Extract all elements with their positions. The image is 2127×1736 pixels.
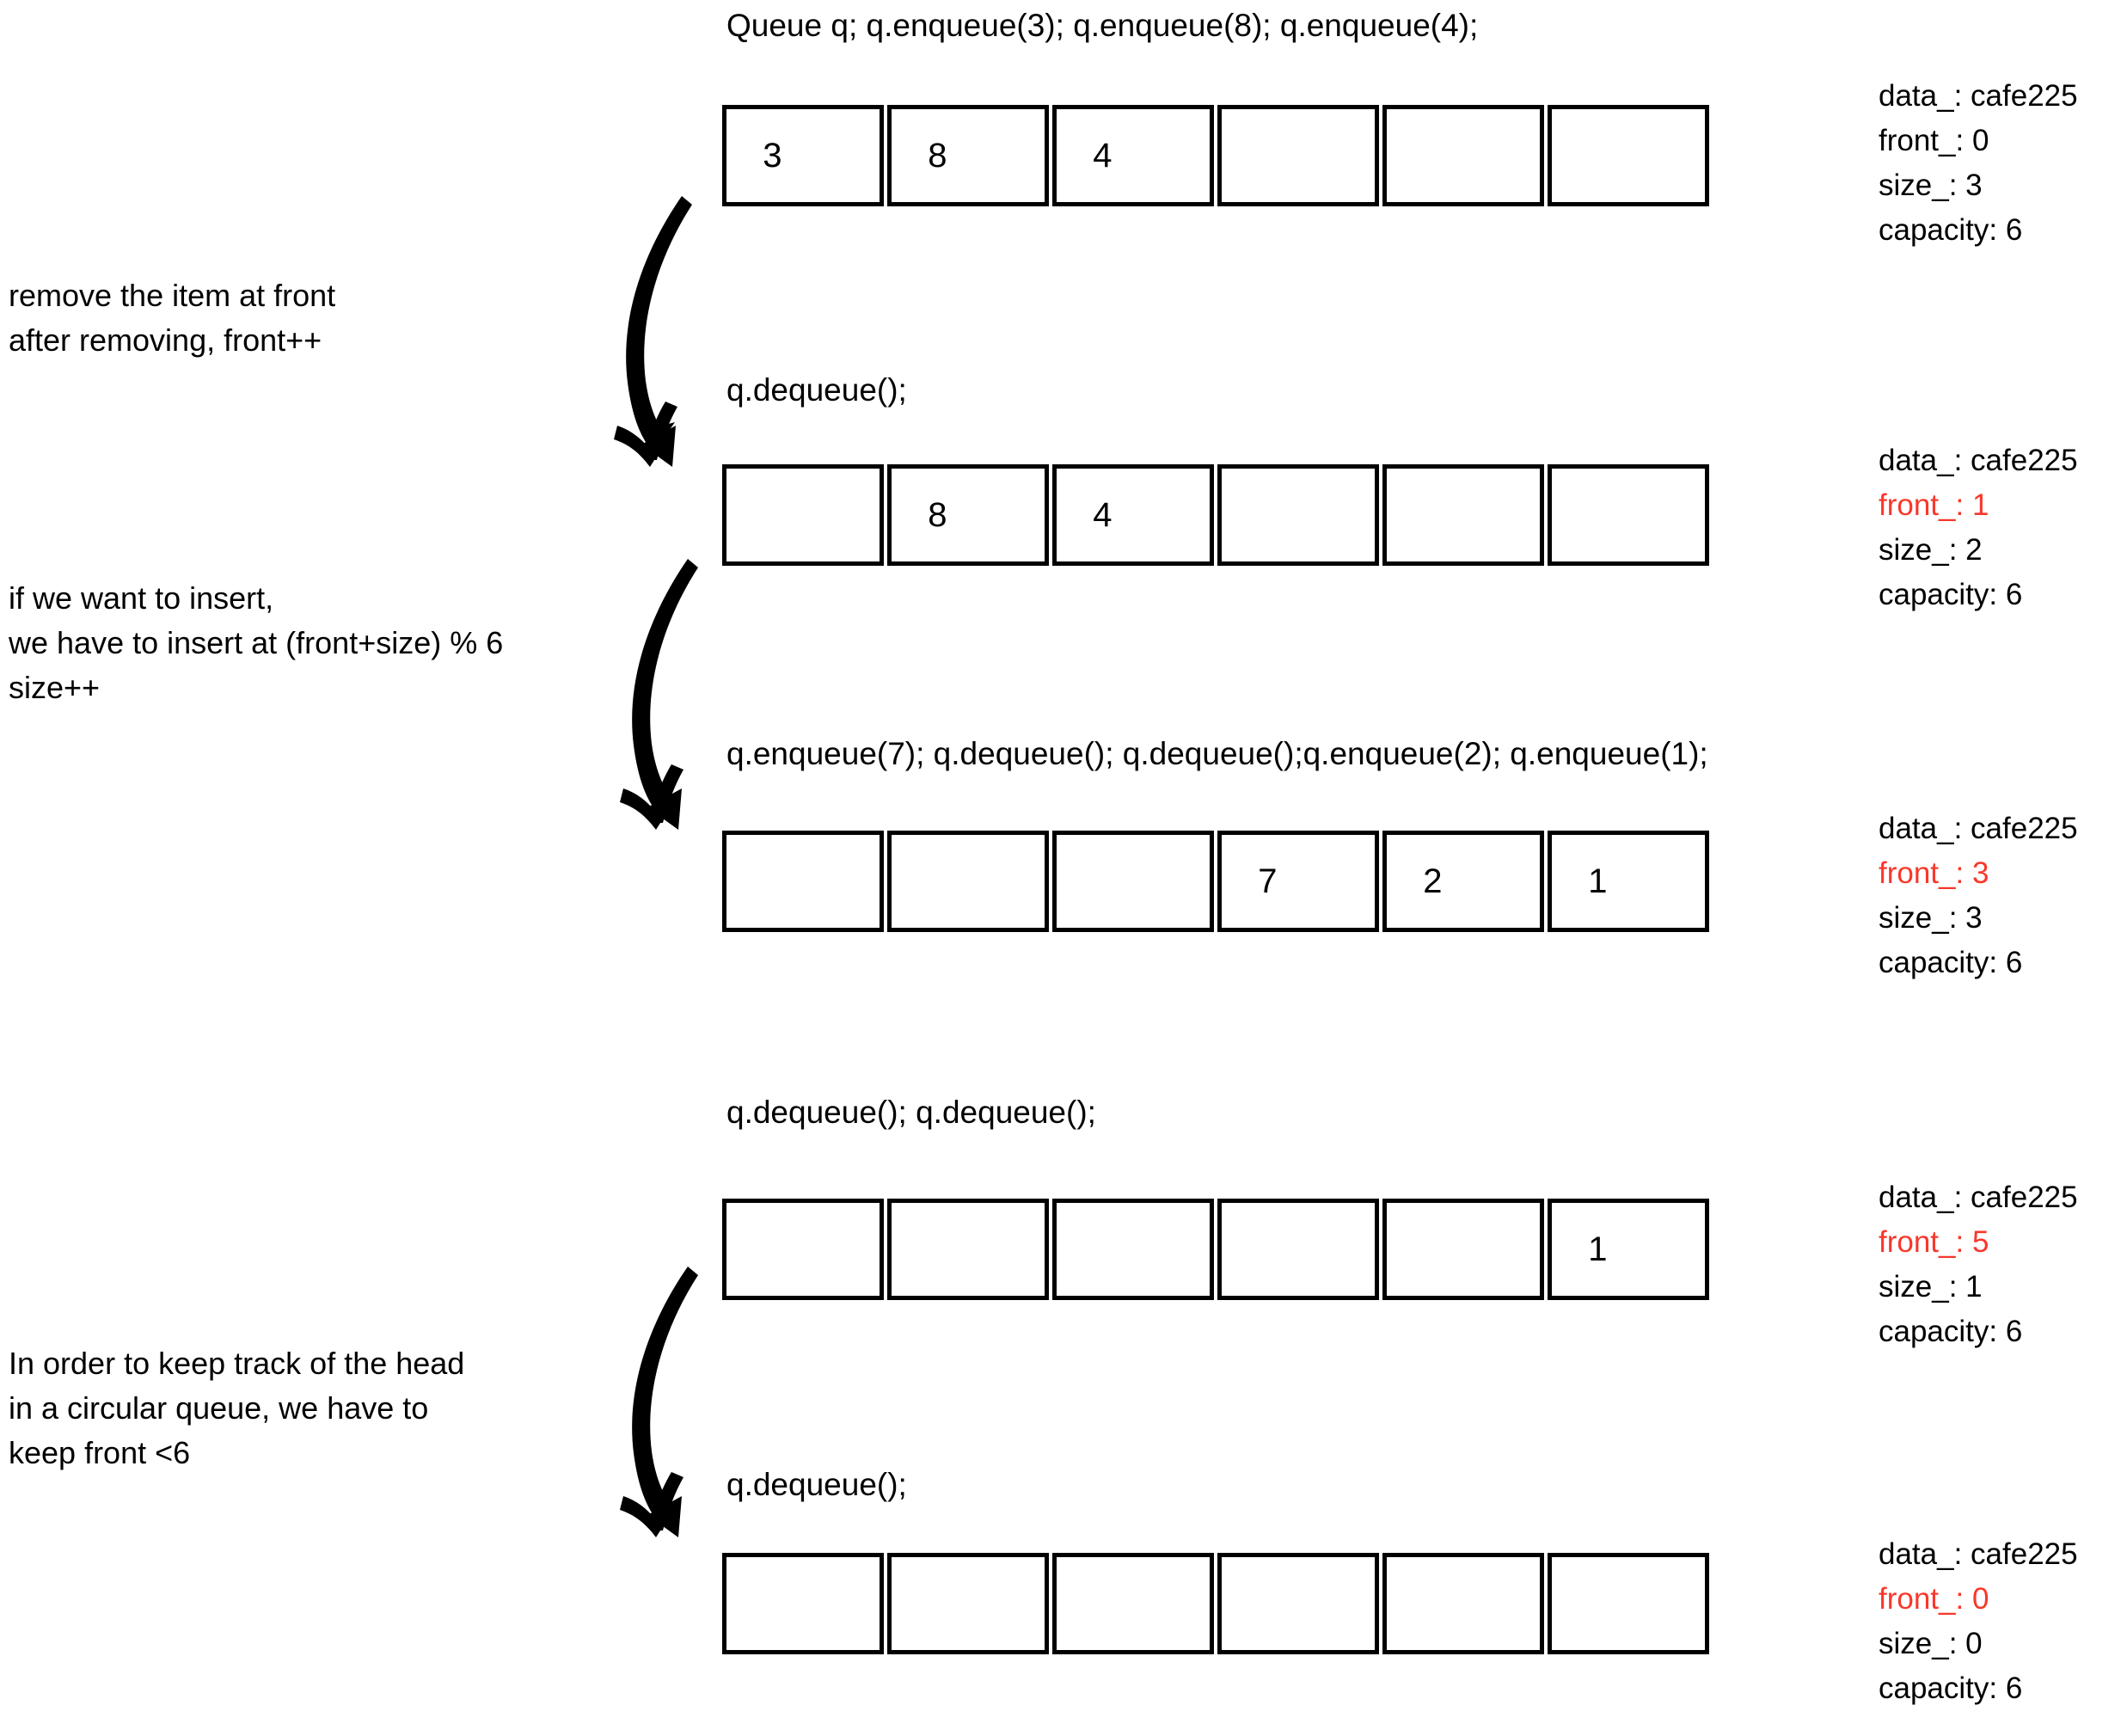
state-front-field: front_: 0 [1879,1582,1989,1616]
state-capacity-field: capacity: 6 [1879,946,2023,979]
state-front-field: front_: 5 [1879,1225,1989,1259]
state-size-field: size_: 1 [1879,1270,1983,1304]
annotation-line: in a circular queue, we have to [9,1390,429,1426]
queue-cell [1217,1553,1379,1654]
queue-cell-value: 1 [1588,1230,1608,1268]
queue-cell [722,464,884,566]
state-capacity-field: capacity: 6 [1879,578,2023,611]
annotation-line: after removing, front++ [9,322,322,358]
queue-cell [887,1199,1049,1300]
queue-cell [1217,105,1379,206]
queue-cell-value: 4 [1093,496,1113,534]
state-capacity-field: capacity: 6 [1879,1315,2023,1348]
queue-array-row-4: 1 [722,1199,1709,1300]
operation-label-row-2: q.dequeue(); [726,372,907,408]
queue-cell [1382,1553,1544,1654]
state-front-field: front_: 1 [1879,488,1989,522]
queue-cell: 8 [887,464,1049,566]
state-data-field: data_: cafe225 [1879,812,2078,845]
state-data-field: data_: cafe225 [1879,1537,2078,1571]
queue-cell [1052,1199,1214,1300]
queue-cell [1382,464,1544,566]
queue-cell [1217,464,1379,566]
queue-cell [722,1199,884,1300]
state-block-row-4: data_: cafe225 front_: 5 size_: 1 capaci… [1879,1175,2078,1354]
queue-cell: 2 [1382,831,1544,932]
queue-cell [722,831,884,932]
curved-down-arrow-icon [614,196,692,467]
queue-array-row-5 [722,1553,1709,1654]
state-data-field: data_: cafe225 [1879,1181,2078,1214]
state-data-field: data_: cafe225 [1879,79,2078,113]
state-capacity-field: capacity: 6 [1879,1672,2023,1705]
queue-array-row-3: 7 2 1 [722,831,1709,932]
operation-label-row-5: q.dequeue(); [726,1467,907,1502]
operation-label-row-4: q.dequeue(); q.dequeue(); [726,1095,1096,1130]
annotation-circular-rule: In order to keep track of the head in a … [9,1341,464,1475]
queue-cell: 1 [1548,1199,1709,1300]
queue-cell: 3 [722,105,884,206]
annotation-line: keep front <6 [9,1435,191,1470]
operation-label-row-3: q.enqueue(7); q.dequeue(); q.dequeue();q… [726,736,1708,771]
queue-cell-value: 1 [1588,862,1608,900]
queue-cell: 4 [1052,105,1214,206]
queue-cell: 8 [887,105,1049,206]
annotation-line: In order to keep track of the head [9,1346,465,1381]
queue-cell: 4 [1052,464,1214,566]
annotation-line: if we want to insert, [9,580,274,616]
state-front-field: front_: 3 [1879,856,1989,890]
queue-cell [887,1553,1049,1654]
operation-label-row-1: Queue q; q.enqueue(3); q.enqueue(8); q.e… [726,8,1479,43]
state-front-field: front_: 0 [1879,124,1989,157]
queue-cell [1382,1199,1544,1300]
queue-cell [1052,831,1214,932]
state-block-row-2: data_: cafe225 front_: 1 size_: 2 capaci… [1879,439,2078,617]
queue-cell [1382,105,1544,206]
annotation-line: remove the item at front [9,278,336,313]
queue-array-row-2: 8 4 [722,464,1709,566]
queue-cell-value: 4 [1093,137,1113,175]
queue-cell [1217,1199,1379,1300]
queue-cell [887,831,1049,932]
annotation-enqueue-rule: if we want to insert, we have to insert … [9,576,503,710]
queue-cell: 7 [1217,831,1379,932]
queue-cell-value: 8 [928,496,947,534]
state-size-field: size_: 3 [1879,169,1983,202]
queue-array-row-1: 3 8 4 [722,105,1709,206]
state-block-row-5: data_: cafe225 front_: 0 size_: 0 capaci… [1879,1532,2078,1711]
curved-down-arrow-icon [620,559,698,830]
queue-cell-value: 7 [1258,862,1278,900]
queue-cell-value: 3 [763,137,782,175]
state-size-field: size_: 3 [1879,901,1983,935]
queue-cell [722,1553,884,1654]
queue-cell-value: 2 [1423,862,1443,900]
state-capacity-field: capacity: 6 [1879,213,2023,247]
queue-cell [1052,1553,1214,1654]
annotation-line: size++ [9,670,101,705]
state-block-row-3: data_: cafe225 front_: 3 size_: 3 capaci… [1879,807,2078,985]
queue-cell-value: 8 [928,137,947,175]
queue-cell: 1 [1548,831,1709,932]
state-data-field: data_: cafe225 [1879,444,2078,477]
annotation-dequeue-rule: remove the item at front after removing,… [9,273,335,363]
state-block-row-1: data_: cafe225 front_: 0 size_: 3 capaci… [1879,74,2078,253]
curved-down-arrow-icon [620,1267,698,1537]
annotation-line: we have to insert at (front+size) % 6 [9,625,504,660]
state-size-field: size_: 2 [1879,533,1983,567]
state-size-field: size_: 0 [1879,1627,1983,1660]
queue-cell [1548,105,1709,206]
queue-cell [1548,1553,1709,1654]
queue-cell [1548,464,1709,566]
